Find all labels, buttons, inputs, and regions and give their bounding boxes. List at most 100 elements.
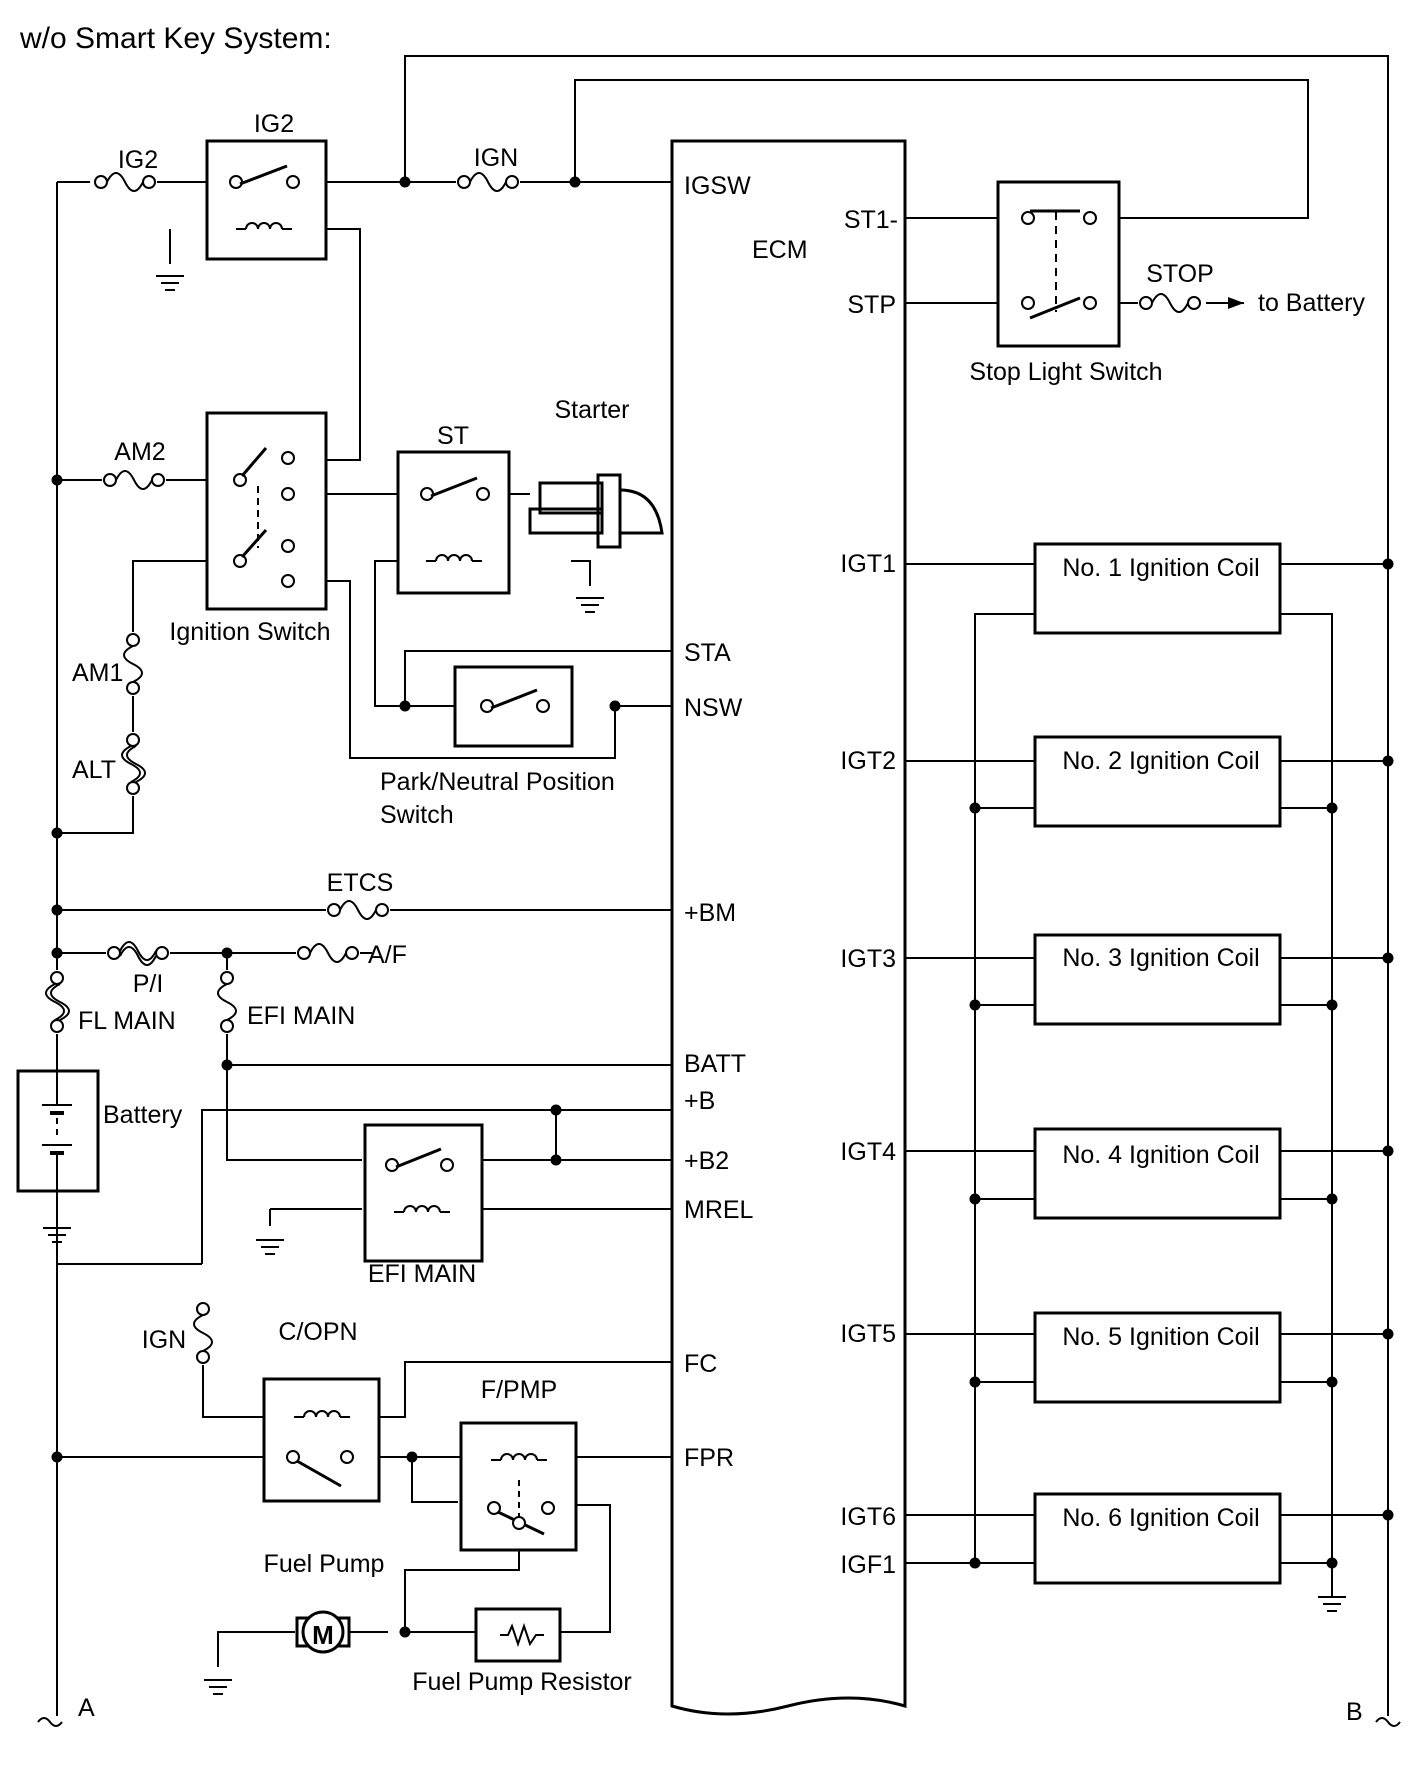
- starter-label: Starter: [554, 396, 629, 424]
- ignition-coil-2-label: No. 2 Ignition Coil: [1062, 747, 1259, 775]
- ecm-pin-st1: ST1-: [844, 206, 898, 234]
- terminal: [480, 699, 494, 713]
- fuel-pump-resistor-label: Fuel Pump Resistor: [412, 1668, 632, 1696]
- ignition-coil-5: [1033, 1311, 1282, 1404]
- fuse-pi-label: P/I: [133, 970, 164, 998]
- fuse-ign-label: IGN: [474, 144, 518, 172]
- relay-coil: [500, 1453, 538, 1461]
- wire: [293, 580, 616, 759]
- fuel-pump-motor: [295, 1610, 351, 1654]
- relay-coil: [245, 222, 283, 230]
- wire: [202, 1364, 264, 1418]
- terminal: [196, 1302, 210, 1316]
- ecm-pin-fc: FC: [684, 1350, 717, 1378]
- ecm-pin-mrel: MREL: [684, 1196, 754, 1224]
- wire: [404, 650, 672, 706]
- fuse-efi-main: [217, 983, 237, 1021]
- switch-contact: [239, 164, 288, 186]
- switch-contact: [1029, 296, 1081, 320]
- terminal: [440, 1158, 454, 1172]
- fuse-etcs: [339, 900, 377, 920]
- terminal: [1139, 296, 1153, 310]
- terminal: [229, 175, 243, 189]
- junction-dot: [1326, 1193, 1338, 1205]
- ground-symbol: [156, 275, 184, 291]
- junction-dot: [1382, 755, 1394, 767]
- terminal: [126, 733, 140, 747]
- relay-coil: [435, 554, 473, 562]
- components: [16, 139, 1401, 1727]
- junction-dot: [1326, 999, 1338, 1011]
- ecm-pin-igt2: IGT2: [840, 747, 896, 775]
- stop-light-switch: [996, 180, 1121, 348]
- fuse-etcs-label: ETCS: [327, 869, 394, 897]
- relay-efi-main: [363, 1123, 484, 1263]
- pnp-switch-label-1: Park/Neutral Position: [380, 768, 615, 796]
- terminal: [107, 946, 121, 960]
- ecm-box: [670, 139, 907, 1716]
- ignition-switch-blade: [240, 529, 268, 558]
- terminal: [281, 451, 295, 465]
- ecm-pin-stp: STP: [847, 291, 896, 319]
- park-neutral-position-switch: [453, 665, 574, 748]
- junction-dot: [1326, 802, 1338, 814]
- ignition-coil-3: [1033, 933, 1282, 1026]
- junction-dot: [550, 1154, 562, 1166]
- relay-st: [396, 450, 511, 595]
- fuse-am1: [123, 645, 143, 683]
- terminal: [281, 574, 295, 588]
- pnp-switch-label-2: Switch: [380, 801, 454, 829]
- wire: [374, 560, 455, 707]
- fuse-alt: [121, 745, 141, 783]
- terminal: [541, 1501, 555, 1515]
- switch-contact: [490, 688, 538, 710]
- terminal: [512, 1516, 526, 1530]
- fuse-af: [309, 943, 347, 963]
- terminal: [94, 175, 108, 189]
- ecm-pin-fpr: FPR: [684, 1444, 734, 1472]
- terminal: [505, 175, 519, 189]
- fuse-ig2: [106, 172, 144, 192]
- ignition-switch-label: Ignition Switch: [169, 618, 330, 646]
- page-title: w/o Smart Key System:: [19, 22, 332, 55]
- junction-dot: [969, 1193, 981, 1205]
- terminal: [286, 1450, 300, 1464]
- terminal: [327, 903, 341, 917]
- battery-label: Battery: [103, 1101, 183, 1129]
- terminal: [1083, 296, 1097, 310]
- terminal: [375, 903, 389, 917]
- ecm-pin-igf1: IGF1: [840, 1551, 896, 1579]
- ecm-pin-igt5: IGT5: [840, 1320, 896, 1348]
- junction-dot: [1326, 1376, 1338, 1388]
- fuse-efi-main-label: EFI MAIN: [247, 1002, 355, 1030]
- terminal: [50, 971, 64, 985]
- connector-a-label: A: [78, 1694, 95, 1722]
- junction-dot: [1382, 1145, 1394, 1157]
- terminal: [142, 175, 156, 189]
- junction-dot: [1382, 952, 1394, 964]
- wire: [201, 1109, 672, 1264]
- wire: [217, 1631, 295, 1667]
- ecm-pin-igt6: IGT6: [840, 1503, 896, 1531]
- wire: [404, 55, 1389, 1716]
- junction-dot: [399, 176, 411, 188]
- switch-contact: [296, 1459, 342, 1488]
- junction-dot: [1382, 1328, 1394, 1340]
- connector-b-label: B: [1346, 1698, 1363, 1726]
- fuse-am2-label: AM2: [114, 438, 165, 466]
- wire: [411, 1457, 458, 1503]
- motor-symbol-label: M: [312, 1620, 334, 1650]
- fuse-fl-main-label: FL MAIN: [78, 1007, 176, 1035]
- junction-dot: [221, 947, 233, 959]
- ignition-coil-2: [1033, 735, 1282, 828]
- junction-dot: [969, 1376, 981, 1388]
- terminal: [233, 554, 247, 568]
- fuel-pump-label: Fuel Pump: [264, 1550, 385, 1578]
- starter-motor: [528, 473, 664, 549]
- terminal: [50, 1019, 64, 1033]
- junction-dot: [969, 802, 981, 814]
- fuse-stop: [1151, 293, 1189, 313]
- fuse-stop-label: STOP: [1146, 260, 1214, 288]
- ecm-pin-igt4: IGT4: [840, 1138, 896, 1166]
- terminal: [281, 539, 295, 553]
